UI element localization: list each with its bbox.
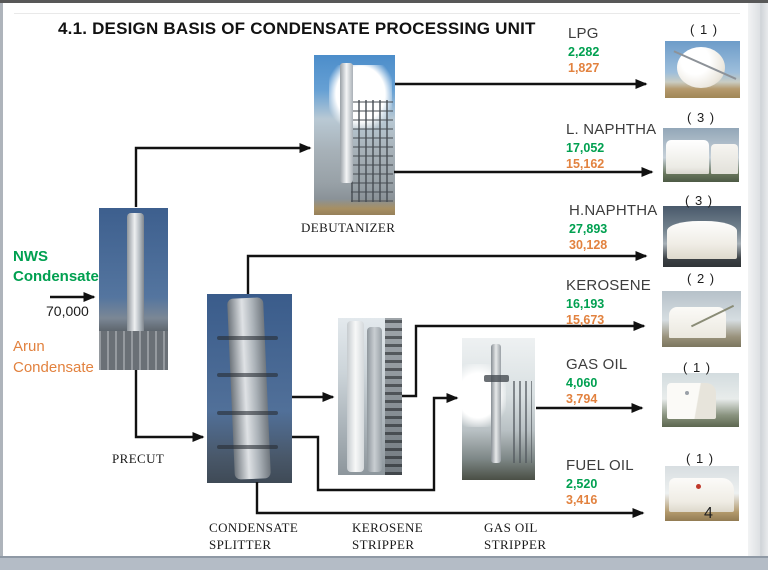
plant-structure-graphic bbox=[351, 99, 394, 203]
kerosene-stripper-label: KEROSENE STRIPPER bbox=[352, 519, 423, 553]
debutanizer-label: DEBUTANIZER bbox=[301, 220, 396, 235]
window-bottom-edge bbox=[0, 556, 768, 570]
product-arun-value: 15,162 bbox=[566, 157, 605, 171]
arun-condensate-label: Arun Condensate bbox=[13, 336, 94, 378]
tank-graphic bbox=[666, 221, 738, 260]
tank-count-heavy-naphtha: ( 3 ) bbox=[685, 193, 714, 208]
plant-structure-graphic bbox=[99, 331, 168, 370]
plant-structure-graphic bbox=[385, 318, 402, 475]
tank-count-kerosene: ( 2 ) bbox=[687, 271, 716, 286]
label-line: NWS bbox=[13, 248, 48, 265]
product-nws-value: 16,193 bbox=[566, 297, 605, 311]
window-left-edge bbox=[0, 3, 3, 563]
product-heavy-naphtha: H.NAPHTHA 27,893 30,128 bbox=[569, 202, 689, 252]
precut-to-debutanizer-line bbox=[134, 143, 312, 207]
precut-column-photo bbox=[99, 208, 168, 370]
label-line: STRIPPER bbox=[484, 537, 547, 552]
gasoil-tank-photo bbox=[662, 373, 739, 427]
tank-detail-graphic bbox=[685, 391, 690, 396]
light-naphtha-tanks-photo bbox=[663, 128, 739, 182]
product-nws-value: 27,893 bbox=[569, 222, 608, 236]
fueloil-tank-photo bbox=[665, 466, 739, 521]
tank-graphic bbox=[710, 144, 739, 175]
column-graphic bbox=[367, 327, 382, 472]
product-nws-value: 17,052 bbox=[566, 141, 605, 155]
product-light-naphtha: L. NAPHTHA 17,052 15,162 bbox=[566, 121, 686, 171]
platform-graphic bbox=[217, 445, 279, 450]
tank-detail-graphic bbox=[696, 483, 702, 489]
platform-graphic bbox=[217, 335, 279, 340]
page-number: 4 bbox=[704, 505, 713, 522]
kerosene-tank-photo bbox=[662, 291, 741, 347]
product-arun-value: 1,827 bbox=[568, 61, 600, 75]
label-line: KEROSENE bbox=[352, 520, 424, 535]
platform-graphic bbox=[217, 373, 279, 378]
product-fueloil: FUEL OIL 2,520 3,416 bbox=[566, 457, 686, 507]
gasoil-stripper-label: GAS OIL STRIPPER bbox=[484, 519, 546, 553]
tank-count-fueloil: ( 1 ) bbox=[686, 451, 715, 466]
product-name: L. NAPHTHA bbox=[566, 121, 657, 138]
label-line: Condensate bbox=[13, 359, 94, 376]
platform-graphic bbox=[483, 374, 509, 382]
product-nws-value: 2,282 bbox=[568, 45, 600, 59]
label-line: SPLITTER bbox=[209, 537, 272, 552]
platform-graphic bbox=[217, 411, 279, 416]
precut-to-splitter-line bbox=[134, 370, 205, 442]
product-lpg: LPG 2,282 1,827 bbox=[568, 25, 688, 75]
tank-graphic bbox=[666, 382, 716, 420]
lpg-sphere-tank-photo bbox=[665, 41, 740, 98]
product-name: FUEL OIL bbox=[566, 457, 634, 474]
debutanizer-column-photo bbox=[314, 55, 395, 215]
product-kerosene: KEROSENE 16,193 15,673 bbox=[566, 277, 686, 327]
column-graphic bbox=[126, 212, 144, 340]
tank-count-lpg: ( 1 ) bbox=[690, 22, 719, 37]
label-line: CONDENSATE bbox=[209, 520, 299, 535]
precut-label: PRECUT bbox=[112, 451, 165, 466]
heavy-naphtha-tank-photo bbox=[663, 206, 741, 267]
window-top-edge bbox=[0, 0, 768, 3]
tank-graphic bbox=[666, 139, 709, 175]
slide-edge-line bbox=[14, 13, 740, 14]
product-name: LPG bbox=[568, 25, 599, 42]
product-arun-value: 15,673 bbox=[566, 313, 605, 327]
sphere-tank-graphic bbox=[677, 46, 725, 88]
product-name: KEROSENE bbox=[566, 277, 651, 294]
product-nws-value: 4,060 bbox=[566, 376, 598, 390]
label-line: Arun bbox=[13, 338, 45, 355]
gasoil-stripper-photo bbox=[462, 338, 535, 480]
nws-condensate-label: NWS Condensate bbox=[13, 247, 99, 287]
condensate-splitter-photo bbox=[207, 294, 292, 483]
product-arun-value: 3,416 bbox=[566, 493, 598, 507]
label-line: STRIPPER bbox=[352, 537, 415, 552]
kerosene-stripper-photo bbox=[338, 318, 402, 475]
product-name: H.NAPHTHA bbox=[569, 202, 658, 219]
feed-rate-value: 70,000 bbox=[46, 303, 89, 319]
condensate-splitter-label: CONDENSATE SPLITTER bbox=[209, 519, 298, 553]
column-graphic bbox=[491, 343, 501, 463]
label-line: Condensate bbox=[13, 268, 99, 285]
product-arun-value: 30,128 bbox=[569, 238, 608, 252]
product-name: GAS OIL bbox=[566, 356, 628, 373]
tank-count-gasoil: ( 1 ) bbox=[683, 360, 712, 375]
product-arun-value: 3,794 bbox=[566, 392, 598, 406]
column-graphic bbox=[346, 321, 364, 472]
tank-count-light-naphtha: ( 3 ) bbox=[687, 110, 716, 125]
plant-structure-graphic bbox=[513, 380, 533, 463]
column-graphic bbox=[226, 297, 271, 480]
window-right-edge bbox=[748, 3, 768, 556]
product-gasoil: GAS OIL 4,060 3,794 bbox=[566, 356, 686, 406]
label-line: GAS OIL bbox=[484, 520, 538, 535]
slide-title: 4.1. DESIGN BASIS OF CONDENSATE PROCESSI… bbox=[58, 19, 536, 38]
column-graphic bbox=[339, 63, 353, 183]
tank-graphic bbox=[668, 478, 734, 513]
product-nws-value: 2,520 bbox=[566, 477, 598, 491]
